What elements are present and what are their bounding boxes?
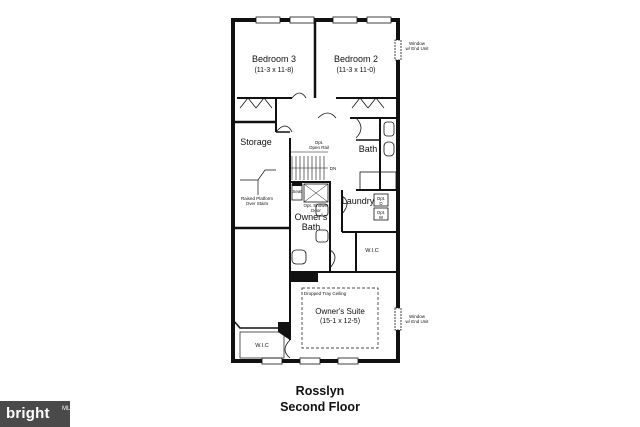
raised-platform-2: Over Stairs [245, 201, 269, 206]
floor-name: Second Floor [280, 400, 360, 414]
opt-w-2: W [378, 215, 384, 220]
window-side-top [394, 39, 402, 61]
raised-platform-1: Raised Platform [240, 196, 273, 201]
window-top-right [366, 16, 392, 24]
window-bottom-1 [261, 357, 283, 365]
window-top-left [255, 16, 281, 24]
window-top-mid [289, 16, 315, 24]
opt-d-2: D [379, 201, 383, 206]
wic-right-label: W.I.C [365, 248, 379, 254]
dn-label: DN [329, 166, 337, 171]
model-name: Rosslyn [295, 384, 345, 398]
window-bottom-2 [299, 357, 321, 365]
owners-suite-label: Owner's Suite [315, 307, 365, 316]
owners-bath-label-2: Bath [301, 222, 321, 232]
window-top-mid2 [332, 16, 358, 24]
window-note-bottom-1: Window [408, 314, 425, 319]
bath-label: Bath [358, 144, 378, 154]
window-side-bottom [394, 307, 402, 331]
opt-open-rail-2: Open Rail [308, 145, 329, 150]
laundry-label: Laundry [341, 196, 375, 206]
owners-bath-label-1: Owner's [294, 212, 328, 222]
dropped-tray-label: Dropped Tray Ceiling [303, 291, 347, 296]
bedroom-3-dims: (11-3 x 11-8) [254, 67, 294, 74]
owners-suite-dims: (15-1 x 12-5) [319, 318, 361, 325]
watermark-suffix: MLS [62, 406, 75, 412]
bedroom-2-label: Bedroom 2 [333, 54, 379, 64]
opt-open-rail-1: Opt. [314, 140, 324, 145]
wic-bottom-label: W.I.C [255, 343, 269, 349]
watermark-text: bright [6, 405, 50, 422]
brightmls-watermark: bright MLS [0, 401, 74, 427]
opt-shower-2: Door [311, 208, 321, 213]
storage-label: Storage [240, 137, 272, 147]
bedroom-3-label: Bedroom 3 [251, 54, 297, 64]
window-note-top-1: Window [408, 41, 425, 46]
opt-w-1: Opt. [376, 210, 386, 215]
window-bottom-3 [337, 357, 359, 365]
window-note-bottom-2: w/ End Unit [405, 319, 429, 324]
opt-d-1: Opt. [376, 196, 386, 201]
window-note-top-2: w/ End Unit [405, 46, 429, 51]
opt-shower-1: Opt. Shower [303, 203, 329, 208]
bedroom-2-dims: (11-3 x 11-0) [336, 67, 376, 74]
seat-label: Seat [292, 189, 302, 194]
